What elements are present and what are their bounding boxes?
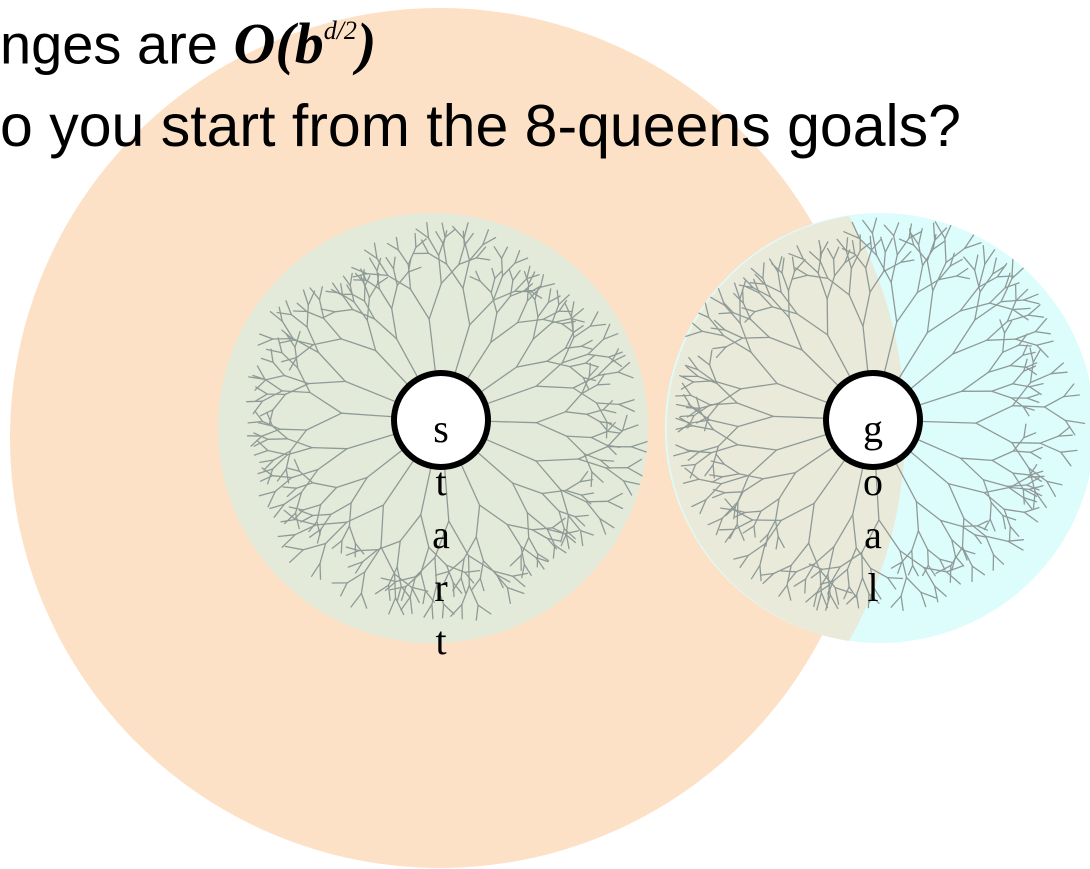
formula-base: O(b	[233, 11, 324, 77]
label-letter: t	[435, 618, 447, 663]
goal-search-tree	[673, 217, 1086, 611]
goal-node	[823, 370, 923, 470]
label-letter: o	[863, 459, 883, 504]
complexity-formula: O(bd/2)	[234, 11, 377, 76]
label-letter: a	[432, 512, 450, 557]
label-letter: a	[864, 512, 882, 557]
formula-exponent: d/2	[323, 16, 357, 45]
label-letter: r	[434, 565, 448, 610]
slide-text-line-2: o you start from the 8-queens goals?	[0, 93, 961, 159]
start-node	[391, 370, 491, 470]
label-letter: s	[433, 406, 449, 451]
formula-close: )	[356, 11, 377, 77]
slide-text-line-1: nges are O(bd/2)	[0, 2, 376, 77]
label-letter: t	[435, 459, 447, 504]
label-letter: g	[863, 406, 883, 451]
start-search-tree	[246, 222, 648, 621]
frontier-overlap-region	[666, 216, 906, 641]
label-letter: l	[867, 565, 879, 610]
line1-text: nges are	[0, 12, 234, 76]
